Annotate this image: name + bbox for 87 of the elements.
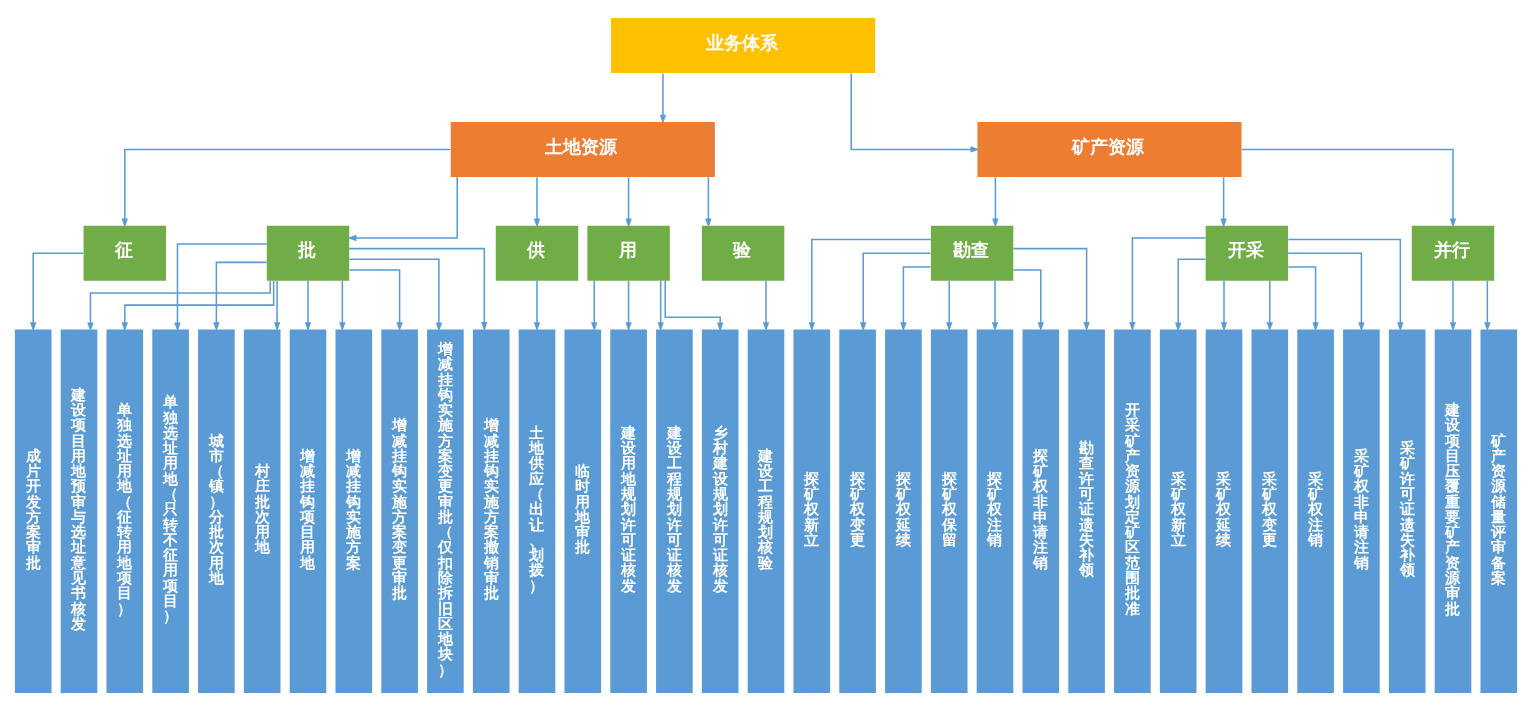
arrow bbox=[657, 279, 664, 331]
arrow bbox=[1175, 258, 1207, 332]
arrow bbox=[860, 251, 932, 332]
arrow bbox=[1220, 175, 1227, 228]
node-box: 采矿权非申请注销 bbox=[1343, 329, 1380, 693]
arrow bbox=[705, 175, 712, 228]
node-box: 采矿权延续 bbox=[1205, 329, 1243, 693]
arrow bbox=[533, 279, 541, 331]
arrow bbox=[273, 279, 281, 331]
arrow bbox=[808, 238, 932, 332]
arrow bbox=[625, 279, 632, 331]
node-box: 探矿权非申请注销 bbox=[1022, 329, 1060, 693]
node-box: 采矿权注销 bbox=[1297, 329, 1334, 693]
node-box: 采矿权变更 bbox=[1251, 329, 1289, 693]
arrow bbox=[1449, 279, 1457, 331]
node-box: 成片开发方案审批 bbox=[14, 329, 52, 693]
arrow bbox=[591, 279, 598, 331]
arrow bbox=[1012, 247, 1090, 331]
node-box: 采矿权新立 bbox=[1159, 329, 1197, 693]
node-box: 土地资源 bbox=[450, 121, 715, 177]
node-box: 开采 bbox=[1205, 225, 1289, 281]
node-box: 批 bbox=[266, 225, 350, 281]
node-box: 土地供应（出让、划拨） bbox=[518, 329, 556, 693]
arrow bbox=[1484, 279, 1491, 331]
node-box: 单独选址用地（征转用地项目） bbox=[106, 329, 144, 693]
node-box: 探矿权延续 bbox=[885, 329, 922, 693]
arrow bbox=[991, 279, 999, 331]
node-box: 探矿权保留 bbox=[930, 329, 968, 693]
node-box: 探矿权新立 bbox=[793, 329, 831, 693]
arrow bbox=[946, 279, 953, 331]
arrow bbox=[1266, 279, 1273, 331]
arrow bbox=[347, 175, 458, 241]
node-box: 建设用地规划许可证核发 bbox=[610, 329, 647, 693]
arrow bbox=[1287, 251, 1365, 332]
arrow bbox=[121, 279, 275, 331]
node-box: 增减挂钩实施方案变更审批 bbox=[381, 329, 418, 693]
node-box: 建设工程规划许可证核发 bbox=[656, 329, 693, 693]
node-box: 探矿权注销 bbox=[976, 329, 1014, 693]
arrow bbox=[1012, 268, 1044, 331]
arrow bbox=[992, 175, 999, 228]
arrow bbox=[533, 175, 541, 228]
arrow bbox=[625, 175, 632, 228]
arrow bbox=[900, 265, 932, 332]
node-box: 矿产资源 bbox=[977, 121, 1242, 177]
node-box: 增减挂钩实施方案 bbox=[335, 329, 373, 693]
arrow bbox=[348, 268, 403, 331]
arrow bbox=[174, 242, 268, 332]
arrow bbox=[348, 258, 443, 332]
node-box: 建设项目压覆重要矿产资源审批 bbox=[1434, 329, 1472, 693]
node-box: 建设项目用地预审与选址意见书核发 bbox=[60, 329, 98, 693]
node-box: 村庄批次用地 bbox=[243, 329, 281, 693]
arrow bbox=[304, 279, 312, 331]
node-box: 采矿许可证遗失补领 bbox=[1388, 329, 1426, 693]
arrow bbox=[348, 247, 488, 331]
arrow bbox=[213, 261, 268, 331]
node-box: 供 bbox=[495, 225, 579, 281]
node-box: 增减挂钩实施方案撤销审批 bbox=[472, 329, 510, 693]
arrow bbox=[1287, 238, 1404, 332]
node-box: 临时用地审批 bbox=[564, 329, 602, 693]
node-box: 用 bbox=[587, 225, 670, 281]
arrow bbox=[1287, 265, 1319, 332]
node-box: 增减挂钩实施方案变更审批（仅扣除拆旧区地块） bbox=[427, 329, 464, 693]
arrow bbox=[1129, 236, 1207, 331]
arrow bbox=[339, 279, 346, 331]
node-box: 勘查许可证遗失补领 bbox=[1068, 329, 1105, 693]
node-box: 探矿权变更 bbox=[839, 329, 876, 693]
arrow bbox=[664, 279, 724, 332]
arrow bbox=[30, 251, 85, 332]
arrow bbox=[121, 148, 452, 228]
arrow bbox=[87, 279, 271, 332]
node-box: 矿产资源储量评审备案 bbox=[1480, 329, 1518, 693]
arrow bbox=[850, 72, 980, 153]
node-box: 勘查 bbox=[930, 225, 1014, 281]
arrow bbox=[762, 279, 770, 331]
node-box: 业务体系 bbox=[611, 17, 876, 73]
node-box: 征 bbox=[83, 225, 166, 281]
arrow bbox=[1220, 279, 1228, 331]
node-box: 增减挂钩项目用地 bbox=[289, 329, 327, 693]
node-box: 乡村建设规划许可证核发 bbox=[701, 329, 739, 693]
node-box: 验 bbox=[701, 225, 785, 281]
node-box: 建设工程规划核验 bbox=[747, 329, 785, 693]
arrow bbox=[659, 72, 667, 124]
node-box: 开采矿产资源划定矿区范围批准 bbox=[1114, 329, 1151, 693]
node-box: 城市（镇）分批次用地 bbox=[198, 329, 235, 693]
node-box: 单独选址用地（只转不征用项目） bbox=[152, 329, 189, 693]
arrow bbox=[1241, 148, 1457, 228]
node-box: 并行 bbox=[1411, 225, 1495, 281]
